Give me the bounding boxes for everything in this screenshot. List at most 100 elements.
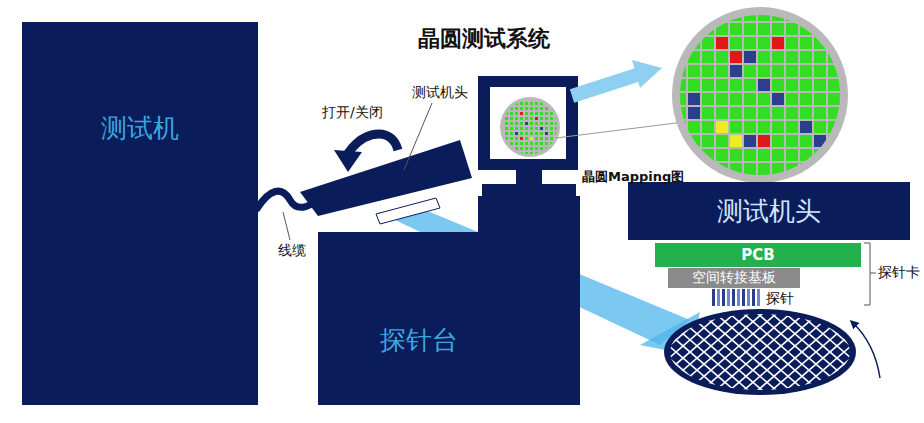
die [814, 23, 826, 35]
die [758, 65, 770, 77]
die [550, 112, 553, 115]
die [786, 65, 798, 77]
die [828, 9, 840, 21]
die [510, 147, 513, 150]
die [505, 127, 508, 130]
die [550, 137, 553, 140]
die [828, 107, 840, 119]
die [716, 65, 728, 77]
die [730, 93, 742, 105]
die [660, 23, 672, 35]
die [525, 132, 528, 135]
wafer-grid [826, 300, 924, 404]
die [744, 9, 756, 21]
wafer-grid [882, 300, 924, 404]
die [814, 163, 826, 175]
die [730, 135, 742, 147]
die [535, 92, 538, 95]
die [520, 102, 523, 105]
die [515, 107, 518, 110]
die [688, 0, 700, 7]
die [702, 51, 714, 63]
die [702, 135, 714, 147]
die [674, 79, 686, 91]
die [730, 9, 742, 21]
probe-needle [717, 289, 720, 306]
die [510, 132, 513, 135]
die [688, 65, 700, 77]
die [772, 135, 784, 147]
die [495, 152, 498, 155]
die [510, 127, 513, 130]
die [500, 152, 503, 155]
die [505, 117, 508, 120]
die [772, 51, 784, 63]
callout-label: 线缆 [278, 242, 306, 260]
die [716, 121, 728, 133]
die [814, 79, 826, 91]
die [716, 107, 728, 119]
die [540, 147, 543, 150]
die [525, 122, 528, 125]
wafer-grid [770, 300, 890, 404]
die [550, 117, 553, 120]
die [500, 92, 503, 95]
die [505, 142, 508, 145]
die [550, 157, 553, 160]
die [730, 23, 742, 35]
die [500, 132, 503, 135]
die [530, 137, 533, 140]
die [520, 147, 523, 150]
die [545, 157, 548, 160]
die [495, 97, 498, 100]
die [660, 107, 672, 119]
die [495, 122, 498, 125]
node-box: 测试机头 [628, 182, 910, 240]
die [730, 0, 742, 7]
die [555, 142, 558, 145]
die [842, 65, 854, 77]
die [530, 157, 533, 160]
die [800, 121, 812, 133]
die [535, 97, 538, 100]
die [688, 37, 700, 49]
wafer-grid [826, 300, 924, 404]
die [510, 117, 513, 120]
die [530, 92, 533, 95]
die [515, 97, 518, 100]
die [525, 97, 528, 100]
die [828, 135, 840, 147]
die [660, 121, 672, 133]
die [674, 65, 686, 77]
die [688, 135, 700, 147]
monitor-screen [490, 87, 566, 159]
die [758, 135, 770, 147]
die [540, 142, 543, 145]
die [505, 152, 508, 155]
die [500, 127, 503, 130]
die [814, 65, 826, 77]
callout-label: 晶圆Mapping图 [582, 168, 684, 186]
die [515, 152, 518, 155]
die [540, 107, 543, 110]
die [545, 92, 548, 95]
die [550, 122, 553, 125]
die [828, 65, 840, 77]
die [702, 79, 714, 91]
die [550, 97, 553, 100]
die [702, 163, 714, 175]
die [535, 132, 538, 135]
die [510, 107, 513, 110]
lift-arrow [852, 322, 880, 378]
wafer-grid [896, 300, 924, 404]
die [800, 149, 812, 161]
die [530, 112, 533, 115]
die [535, 107, 538, 110]
die [744, 37, 756, 49]
die [510, 157, 513, 160]
die [555, 107, 558, 110]
die [842, 37, 854, 49]
die [500, 122, 503, 125]
die [842, 149, 854, 161]
die [842, 121, 854, 133]
